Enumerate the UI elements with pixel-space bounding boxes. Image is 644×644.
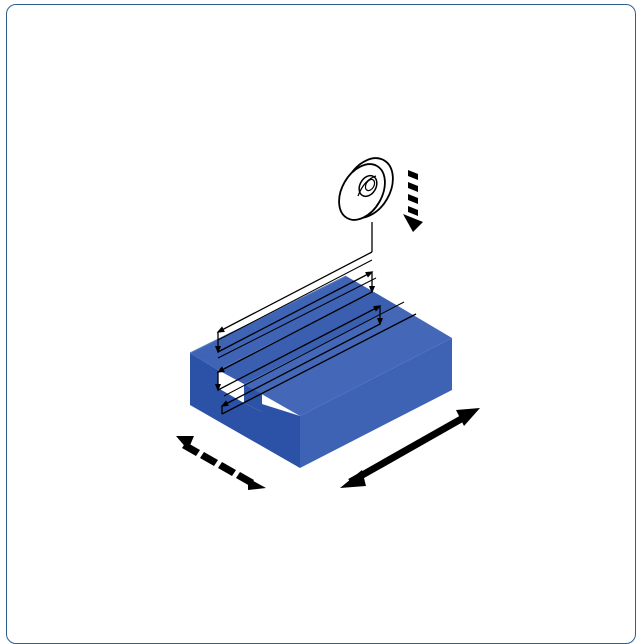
path-pass-4 bbox=[217, 305, 382, 391]
path-pass-6 bbox=[221, 313, 417, 415]
path-pass-5 bbox=[220, 323, 381, 407]
block-top-left bbox=[190, 276, 374, 370]
path-pass-3 bbox=[216, 291, 373, 373]
slot-floor bbox=[218, 292, 398, 384]
path-pass-2 bbox=[217, 271, 374, 353]
tool-path bbox=[214, 222, 417, 415]
dashed-double-arrow-icon bbox=[176, 436, 266, 490]
path-pass-1 bbox=[216, 251, 373, 333]
solid-double-arrow-icon bbox=[340, 408, 480, 488]
workpiece-block bbox=[189, 275, 452, 468]
block-top-right bbox=[244, 306, 452, 416]
block-side-face bbox=[300, 338, 452, 468]
grinding-wheel-icon bbox=[338, 157, 394, 221]
dashed-down-arrow-icon bbox=[403, 170, 423, 232]
